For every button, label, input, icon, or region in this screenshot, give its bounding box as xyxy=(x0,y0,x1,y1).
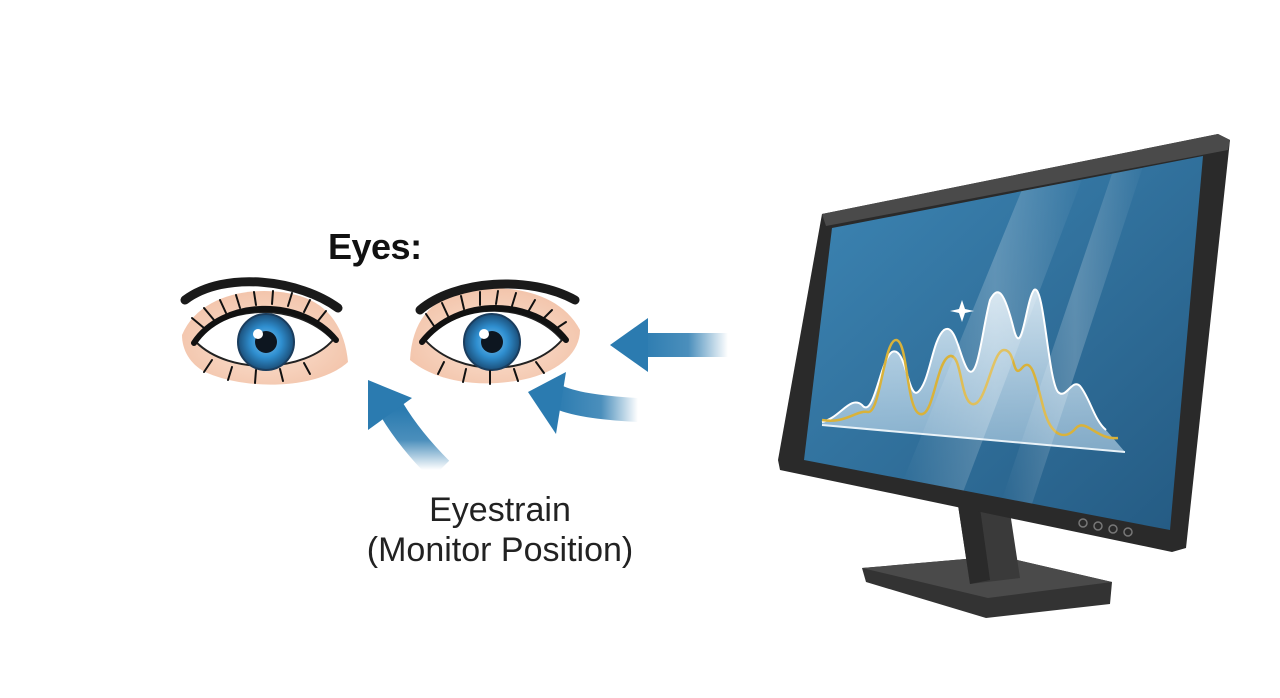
arrow-icon xyxy=(528,372,639,434)
eyes-heading: Eyes: xyxy=(328,226,422,267)
right-eye-icon xyxy=(410,279,580,385)
caption-line-1: Eyestrain xyxy=(429,491,571,529)
caption-line-2: (Monitor Position) xyxy=(366,531,634,569)
sparkle-icon xyxy=(950,300,974,322)
monitor-buttons xyxy=(1078,518,1133,537)
caption: Eyestrain (Monitor Position) xyxy=(330,490,670,570)
arrow-icon xyxy=(368,380,450,480)
arrow-icon xyxy=(610,318,728,372)
monitor-icon xyxy=(778,134,1230,618)
left-eye-icon xyxy=(180,277,348,385)
